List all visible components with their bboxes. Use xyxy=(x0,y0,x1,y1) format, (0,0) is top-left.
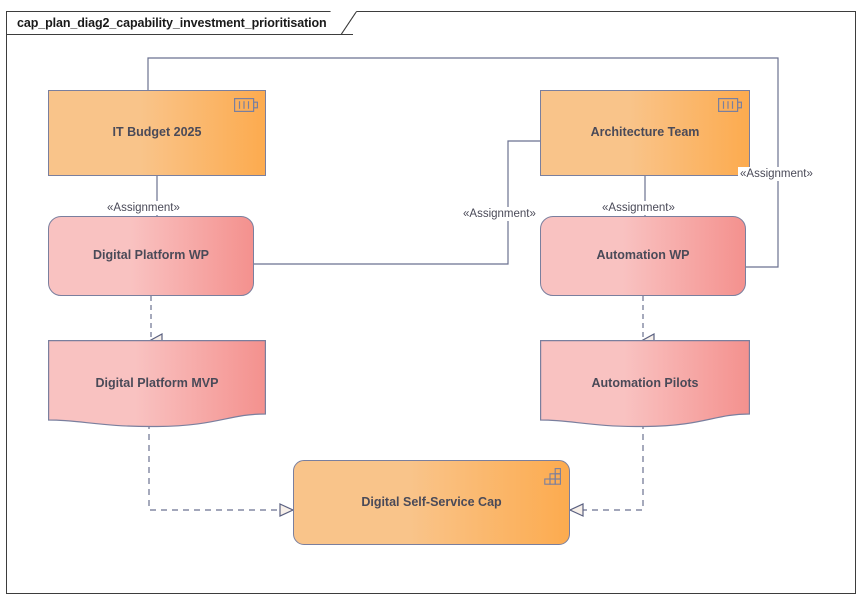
node-it-budget-2025[interactable]: IT Budget 2025 xyxy=(48,90,266,176)
node-label-it-budget-2025: IT Budget 2025 xyxy=(112,125,202,140)
node-label-digital-platform-wp: Digital Platform WP xyxy=(93,248,209,263)
node-digital-platform-mvp[interactable]: Digital Platform MVP xyxy=(48,340,266,428)
resource-icon xyxy=(718,98,742,112)
connector-label-budget-to-automation-wp: «Assignment» xyxy=(738,167,815,181)
deliverable-shape xyxy=(540,340,750,428)
title-tab-slash xyxy=(330,10,358,35)
node-automation-pilots[interactable]: Automation Pilots xyxy=(540,340,750,428)
node-digital-platform-wp[interactable]: Digital Platform WP xyxy=(48,216,254,296)
connector-label-budget-to-digital-platform-wp: «Assignment» xyxy=(105,201,182,215)
diagram-frame xyxy=(6,11,856,594)
node-digital-self-service-cap[interactable]: Digital Self-Service Cap xyxy=(293,460,570,545)
resource-icon xyxy=(234,98,258,112)
connector-label-architecture-team-to-digital-platform-wp: «Assignment» xyxy=(461,207,538,221)
node-label-architecture-team: Architecture Team xyxy=(590,125,700,140)
node-label-digital-self-service-cap: Digital Self-Service Cap xyxy=(361,494,502,509)
diagram-title: cap_plan_diag2_capability_investment_pri… xyxy=(17,16,327,30)
connector-label-architecture-team-to-automation-wp: «Assignment» xyxy=(600,201,677,215)
node-automation-wp[interactable]: Automation WP xyxy=(540,216,746,296)
node-label-automation-wp: Automation WP xyxy=(596,248,690,263)
deliverable-shape xyxy=(48,340,266,428)
diagram-title-tab[interactable]: cap_plan_diag2_capability_investment_pri… xyxy=(6,11,353,35)
node-architecture-team[interactable]: Architecture Team xyxy=(540,90,750,176)
capability-icon xyxy=(544,468,561,485)
